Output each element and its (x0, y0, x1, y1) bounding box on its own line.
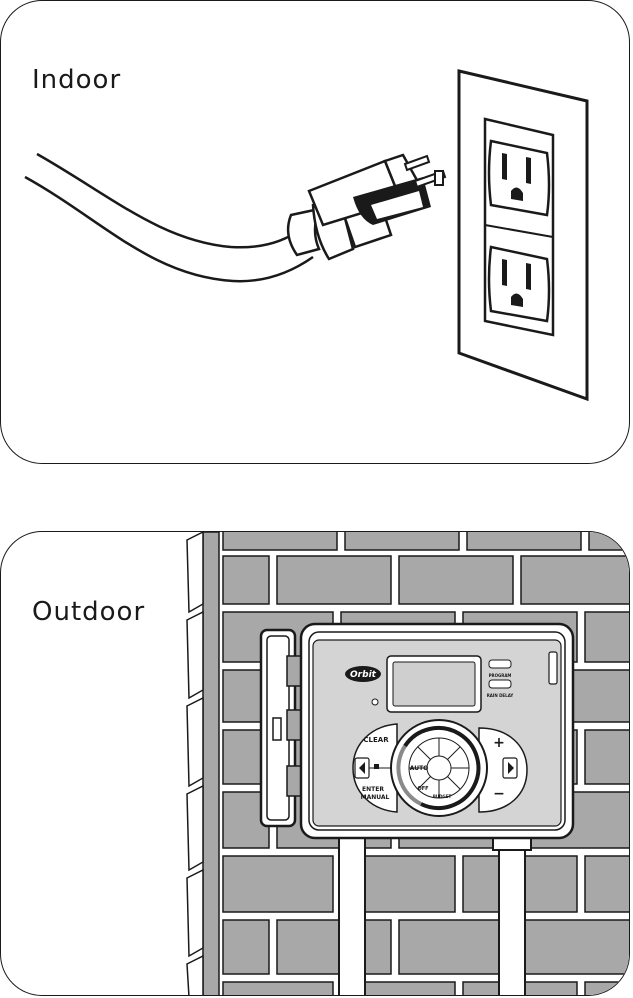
indoor-illustration (24, 69, 589, 402)
enter-button-label[interactable]: ENTER (362, 786, 384, 793)
conduit-pipes (338, 831, 532, 995)
left-arrow-icon[interactable] (359, 762, 365, 774)
outlet-lower (487, 245, 551, 323)
controller-door (259, 628, 306, 828)
brand-logo-text: Orbit (350, 670, 377, 680)
right-arrow-icon[interactable] (508, 762, 514, 774)
dial-budget-label: BUDGET (433, 794, 452, 799)
house-siding (186, 532, 220, 995)
outdoor-panel: Orbit PROGRAM RAIN DELAY CLEAR ENTER MAN… (0, 531, 630, 996)
dial-auto-label: AUTO (410, 765, 429, 772)
plus-button-label[interactable]: + (493, 735, 505, 751)
outlet-wall-plate (457, 69, 589, 402)
program-button-label: PROGRAM (489, 673, 512, 678)
clear-button-label[interactable]: CLEAR (363, 736, 389, 744)
irrigation-controller (299, 622, 575, 840)
dial-off-label: OFF (417, 786, 428, 792)
indoor-panel: Indoor (0, 0, 630, 464)
indoor-label: Indoor (32, 65, 122, 95)
programming-dial[interactable] (390, 719, 488, 817)
outdoor-label: Outdoor (32, 597, 146, 627)
power-plug (286, 153, 447, 261)
dot-icon (374, 764, 379, 769)
power-cord (24, 152, 314, 283)
manual-button-label[interactable]: MANUAL (361, 794, 390, 801)
outlet-upper (487, 139, 551, 217)
outdoor-illustration: Orbit PROGRAM RAIN DELAY CLEAR ENTER MAN… (186, 532, 629, 995)
minus-button-label[interactable]: − (493, 786, 505, 802)
rain-delay-button-label: RAIN DELAY (487, 693, 514, 698)
